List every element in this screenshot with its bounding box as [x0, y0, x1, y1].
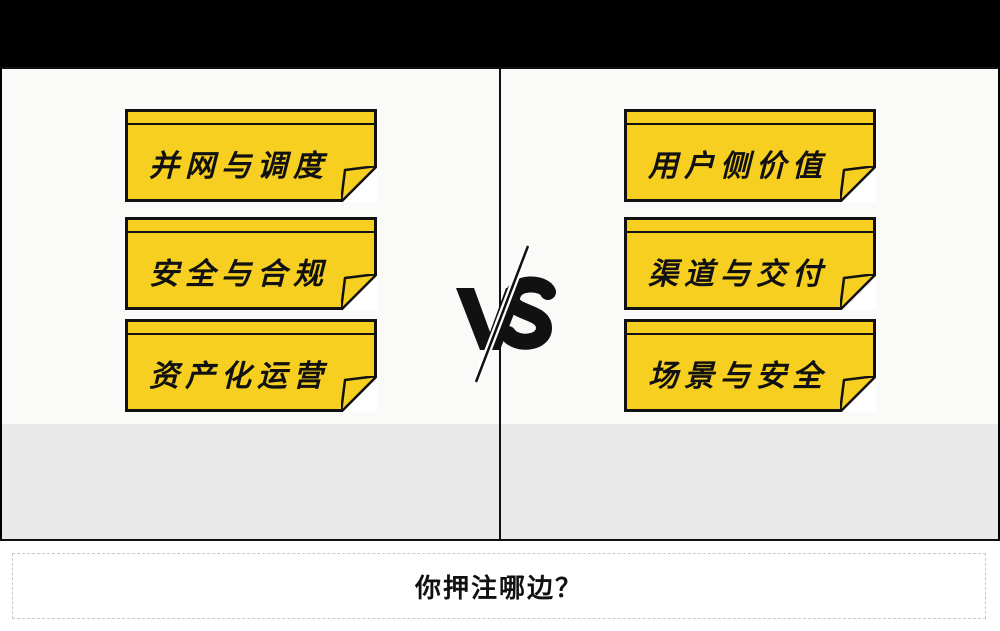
question-box: 你押注哪边？: [12, 553, 986, 619]
center-divider: [499, 69, 501, 539]
left-note-2[interactable]: 安全与合规: [125, 217, 377, 310]
left-panel: 并网与调度 安全与合规 资产化运营: [2, 69, 499, 539]
right-note-1-label: 用户侧价值: [648, 149, 828, 184]
left-note-1-label: 并网与调度: [149, 149, 329, 184]
left-note-2-label: 安全与合规: [149, 257, 329, 292]
question-bar: 你押注哪边？: [0, 539, 1000, 631]
right-note-3[interactable]: 场景与安全: [624, 319, 876, 412]
left-note-3[interactable]: 资产化运营: [125, 319, 377, 412]
right-note-2[interactable]: 渠道与交付: [624, 217, 876, 310]
page-curl-icon: [341, 166, 377, 202]
right-panel: 用户侧价值 渠道与交付 场景与安全: [501, 69, 998, 539]
page-curl-icon: [840, 274, 876, 310]
page-curl-icon: [840, 376, 876, 412]
question-text: 你押注哪边？: [414, 573, 583, 604]
left-note-1[interactable]: 并网与调度: [125, 109, 377, 202]
right-note-2-label: 渠道与交付: [648, 257, 828, 292]
vs-badge: VS: [456, 244, 556, 384]
left-note-3-label: 资产化运营: [149, 359, 329, 394]
page-curl-icon: [341, 274, 377, 310]
comparison-board: 并网与调度 安全与合规 资产化运营 用户侧价值 渠道与交付: [2, 67, 998, 539]
top-bar: [0, 0, 1000, 67]
page-curl-icon: [840, 166, 876, 202]
right-note-1[interactable]: 用户侧价值: [624, 109, 876, 202]
page-curl-icon: [341, 376, 377, 412]
right-note-3-label: 场景与安全: [648, 359, 828, 394]
